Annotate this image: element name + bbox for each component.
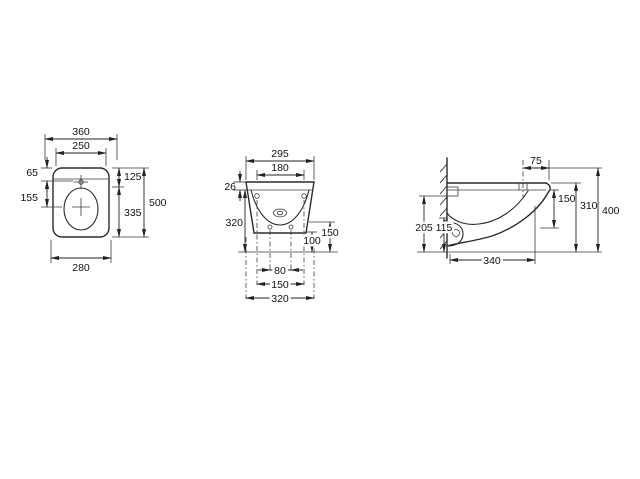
dim-plan-length-overall: 500 [112,167,167,238]
dim-front-inlet-height: 150 [309,221,341,253]
front-drain [273,208,287,218]
dim-label: 295 [271,148,289,160]
dim-label: 335 [124,207,142,219]
dim-plan-depth-bowl: 335 [117,186,142,238]
dim-front-bolt-spacing: 80 [258,263,303,280]
dim-plan-bowl-offset: 155 [20,180,62,208]
fixing-hole-right [301,193,307,199]
dim-label: 320 [271,293,289,305]
dim-label: 150 [321,227,339,239]
dim-label: 155 [20,192,38,204]
dim-label: 125 [124,171,142,183]
dim-label: 280 [72,262,90,274]
front-outline [245,181,315,234]
outlet-detail [452,229,460,237]
dim-label: 115 [436,222,453,234]
wall-hatching [439,163,448,250]
dim-front-body-height: 320 [225,189,247,253]
side-front-tip [545,182,551,192]
plan-view: 360 250 65 155 125 [20,126,166,274]
dim-label: 65 [26,167,38,179]
dim-label: 310 [580,200,598,212]
bolt-hole-right [288,224,294,230]
dim-plan-depth-front: 125 [112,167,142,188]
dim-label: 400 [602,205,620,217]
dim-front-fixing-spacing: 150 [256,277,305,294]
dim-label: 80 [274,265,286,277]
fixing-hole-left [254,193,260,199]
dim-label: 500 [149,197,167,209]
dim-label: 360 [72,126,90,138]
dim-front-width-top: 295 [245,148,315,180]
dim-side-rim-drop: 150 [540,189,576,229]
dim-plan-width-rim: 250 [55,140,107,166]
dim-side-trap-height: 205 [413,195,447,253]
dim-side-height-overall: 400 [596,167,620,253]
trap-detail [446,221,464,247]
side-underside [446,190,550,247]
front-extension-lines [245,200,315,299]
dim-label: 250 [72,140,90,152]
bowl-centre-crosshair-icon [72,198,90,216]
dim-side-tap-setback: 75 [522,155,602,180]
dim-label: 320 [225,217,243,229]
dim-label: 100 [303,235,321,247]
dim-side-height-inner: 310 [551,182,598,253]
dim-label: 150 [558,193,576,205]
side-bowl-curve [446,190,529,225]
dim-label: 180 [271,162,289,174]
dim-front-rim-height: 26 [224,171,247,201]
dim-plan-tap-offset: 65 [26,157,73,192]
dim-front-width-base: 320 [245,291,315,308]
inlet-fitting [446,186,459,197]
front-bowl [250,189,310,226]
dim-plan-width-overall: 360 [44,126,118,160]
bolt-hole-left [267,224,273,230]
dim-plan-width-bottom: 280 [50,240,112,274]
side-view: 75 150 310 400 205 [413,155,620,270]
dim-label: 150 [271,279,289,291]
dim-label: 26 [224,181,236,193]
dim-label: 75 [530,155,542,167]
dim-label: 340 [483,255,501,267]
dim-side-outlet-height: 115 [433,217,455,253]
dim-front-outlet-height: 100 [301,231,323,253]
front-drain-inner [276,210,284,216]
dim-side-depth-base: 340 [449,206,536,270]
front-view: 295 180 26 320 100 [224,148,341,308]
dim-front-width-inner: 180 [256,162,305,180]
dim-label: 205 [415,222,433,234]
plan-outline [52,167,110,238]
tap-hole-crosshair-icon [74,175,88,189]
